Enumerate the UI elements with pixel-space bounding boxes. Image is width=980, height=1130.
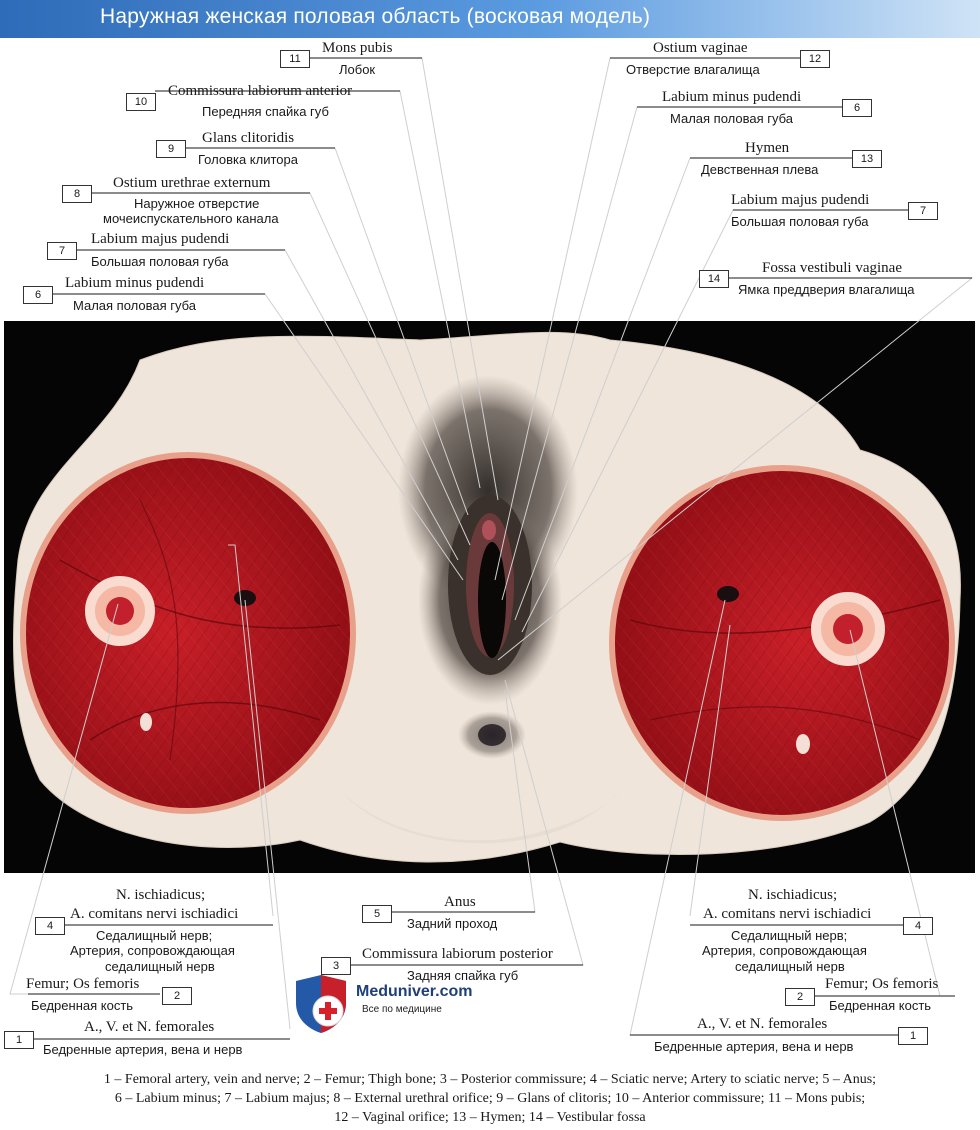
label-latin: Ostium urethrae externum (113, 175, 271, 191)
perineum-skin (340, 790, 620, 844)
label-number: 1 (4, 1031, 34, 1049)
label-number: 6 (842, 99, 872, 117)
label-russian: Наружное отверстие (134, 196, 260, 211)
label-russian: мочеиспускательного канала (103, 211, 279, 226)
meduniver-logo[interactable]: Meduniver.com Все по медицине (290, 973, 520, 1035)
label-latin: A. comitans nervi ischiadici (70, 906, 239, 922)
label-latin: Fossa vestibuli vaginae (762, 260, 902, 276)
label-latin: Mons pubis (322, 40, 393, 56)
label-number: 1 (898, 1027, 928, 1045)
label-russian: Лобок (339, 62, 376, 77)
label-number: 4 (35, 917, 65, 935)
label-russian: Бедренная кость (31, 998, 134, 1013)
label-russian: седалищный нерв (105, 959, 215, 974)
label-russian: Малая половая губа (73, 298, 197, 313)
label-number: 11 (280, 50, 310, 68)
label-latin: Labium minus pudendi (662, 89, 802, 105)
label-russian: Большая половая губа (731, 214, 869, 229)
label-russian: Бедренная кость (829, 998, 932, 1013)
label-russian: Отверстие влагалища (626, 62, 760, 77)
title-bar: Наружная женская половая область (восков… (0, 0, 980, 38)
label-latin: Glans clitoridis (202, 130, 295, 146)
label-latin: Labium majus pudendi (91, 231, 230, 247)
label-latin: A., V. et N. femorales (84, 1019, 215, 1035)
label-latin: N. ischiadicus; (748, 887, 838, 903)
label-russian: Бедренные артерия, вена и нерв (43, 1042, 243, 1057)
label-russian: Головка клитора (198, 152, 298, 167)
label-number: 13 (852, 150, 882, 168)
label-number: 8 (62, 185, 92, 203)
label-russian: Седалищный нерв; (96, 928, 213, 943)
label-number: 6 (23, 286, 53, 304)
left-sciatic-nerve (140, 713, 152, 731)
label-number: 4 (903, 917, 933, 935)
label-russian: Седалищный нерв; (731, 928, 848, 943)
right-sciatic-nerve (796, 734, 810, 754)
label-latin: Femur; Os femoris (825, 976, 939, 992)
label-number: 2 (162, 987, 192, 1005)
label-latin: Femur; Os femoris (26, 976, 140, 992)
label-russian: Бедренные артерия, вена и нерв (654, 1039, 854, 1054)
page-title: Наружная женская половая область (восков… (100, 5, 651, 28)
label-latin: Anus (444, 894, 476, 910)
logo-tagline: Все по медицине (362, 1004, 442, 1015)
label-latin: Commissura labiorum anterior (168, 83, 353, 99)
label-number: 7 (47, 242, 77, 260)
label-russian: Девственная плева (701, 162, 819, 177)
label-latin: Labium minus pudendi (65, 275, 205, 291)
label-latin: Labium majus pudendi (731, 192, 870, 208)
label-latin: Commissura labiorum posterior (362, 946, 553, 962)
label-russian: Малая половая губа (670, 111, 794, 126)
label-latin: N. ischiadicus; (116, 887, 206, 903)
label-russian: Передняя спайка губ (202, 104, 329, 119)
logo-name: Meduniver.com (356, 983, 473, 1000)
vestibule (478, 542, 506, 658)
clitoris (482, 520, 496, 540)
label-russian: Задняя спайка губ (407, 968, 519, 983)
caption-line: 12 – Vaginal orifice; 13 – Hymen; 14 – V… (334, 1110, 646, 1125)
label-number: 10 (126, 93, 156, 111)
label-number: 14 (699, 270, 729, 288)
label-russian: Большая половая губа (91, 254, 229, 269)
label-russian: Ямка преддверия влагалища (738, 282, 915, 297)
label-number: 5 (362, 905, 392, 923)
label-russian: Артерия, сопровождающая (702, 943, 867, 958)
label-number: 9 (156, 140, 186, 158)
label-number: 3 (321, 957, 351, 975)
label-russian: Артерия, сопровождающая (70, 943, 235, 958)
label-russian: Задний проход (407, 916, 498, 931)
label-russian: седалищный нерв (735, 959, 845, 974)
left-femoral-vessels (234, 590, 256, 606)
caption-line: 6 – Labium minus; 7 – Labium majus; 8 – … (114, 1091, 866, 1106)
label-latin: A., V. et N. femorales (697, 1016, 828, 1032)
label-number: 7 (908, 202, 938, 220)
label-latin: Hymen (745, 140, 790, 156)
label-number: 12 (800, 50, 830, 68)
caption-line: 1 – Femoral artery, vein and nerve; 2 – … (103, 1072, 877, 1087)
shield-cross-icon (296, 975, 346, 1033)
label-latin: Ostium vaginae (653, 40, 748, 56)
label-latin: A. comitans nervi ischiadici (703, 906, 872, 922)
label-number: 2 (785, 988, 815, 1006)
right-femoral-vessels (717, 586, 739, 602)
